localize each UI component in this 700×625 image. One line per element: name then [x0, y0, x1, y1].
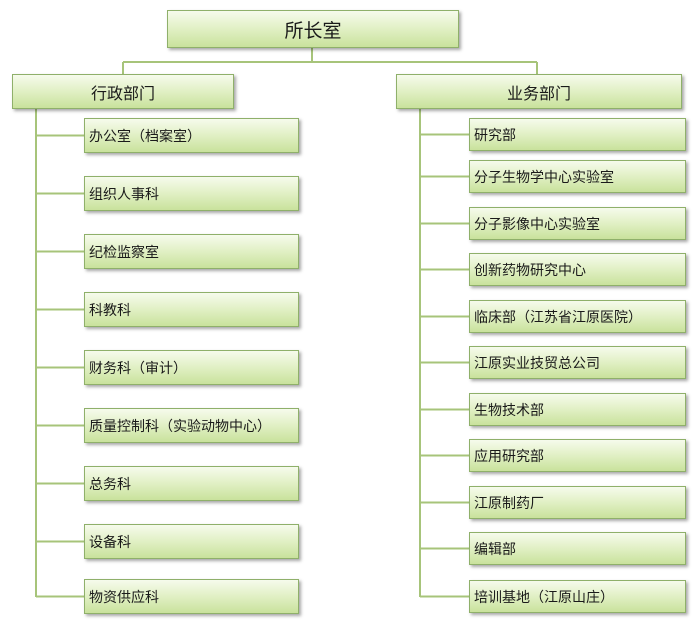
left-item-label: 办公室（档案室） [89, 128, 201, 145]
right-item-box: 培训基地（江原山庄） [469, 580, 686, 613]
left-item-box: 设备科 [84, 524, 299, 559]
right-item-box: 江原实业技贸总公司 [469, 346, 686, 379]
right-item-label: 江原实业技贸总公司 [474, 355, 600, 372]
left-item-label: 纪检监察室 [89, 244, 159, 261]
right-item-box: 应用研究部 [469, 439, 686, 472]
left-item-label: 设备科 [89, 534, 131, 551]
left-item-label: 总务科 [89, 476, 131, 493]
right-item-label: 生物技术部 [474, 402, 544, 419]
left-item-box: 质量控制科（实验动物中心） [84, 408, 299, 443]
left-item-label: 组织人事科 [89, 186, 159, 203]
right-item-label: 临床部（江苏省江原医院） [474, 309, 642, 326]
left-item-label: 物资供应科 [89, 589, 159, 606]
left-item-label: 财务科（审计） [89, 360, 187, 377]
right-dept-label: 业务部门 [506, 83, 571, 103]
right-item-label: 江原制药厂 [474, 495, 544, 512]
right-item-box: 研究部 [469, 118, 686, 151]
right-item-box: 江原制药厂 [469, 486, 686, 519]
right-dept-box: 业务部门 [396, 74, 682, 109]
left-item-box: 财务科（审计） [84, 350, 299, 385]
left-item-label: 质量控制科（实验动物中心） [89, 418, 271, 435]
left-item-box: 组织人事科 [84, 176, 299, 211]
right-item-label: 分子生物学中心实验室 [474, 169, 614, 186]
right-item-label: 分子影像中心实验室 [474, 216, 600, 233]
right-item-label: 编辑部 [474, 541, 516, 558]
top-node-box: 所长室 [167, 10, 459, 48]
right-item-box: 临床部（江苏省江原医院） [469, 300, 686, 333]
right-item-box: 分子生物学中心实验室 [469, 160, 686, 193]
left-dept-box: 行政部门 [12, 74, 234, 109]
top-node-label: 所长室 [284, 19, 342, 42]
right-item-label: 研究部 [474, 127, 516, 144]
left-dept-label: 行政部门 [90, 83, 155, 103]
left-item-box: 办公室（档案室） [84, 118, 299, 153]
left-item-box: 总务科 [84, 466, 299, 501]
left-item-label: 科教科 [89, 302, 131, 319]
right-item-label: 培训基地（江原山庄） [474, 589, 614, 606]
right-item-box: 创新药物研究中心 [469, 253, 686, 286]
left-item-box: 物资供应科 [84, 579, 299, 614]
right-item-label: 应用研究部 [474, 448, 544, 465]
right-item-label: 创新药物研究中心 [474, 262, 586, 279]
right-item-box: 生物技术部 [469, 393, 686, 426]
left-item-box: 科教科 [84, 292, 299, 327]
left-item-box: 纪检监察室 [84, 234, 299, 269]
right-item-box: 编辑部 [469, 532, 686, 565]
right-item-box: 分子影像中心实验室 [469, 207, 686, 240]
